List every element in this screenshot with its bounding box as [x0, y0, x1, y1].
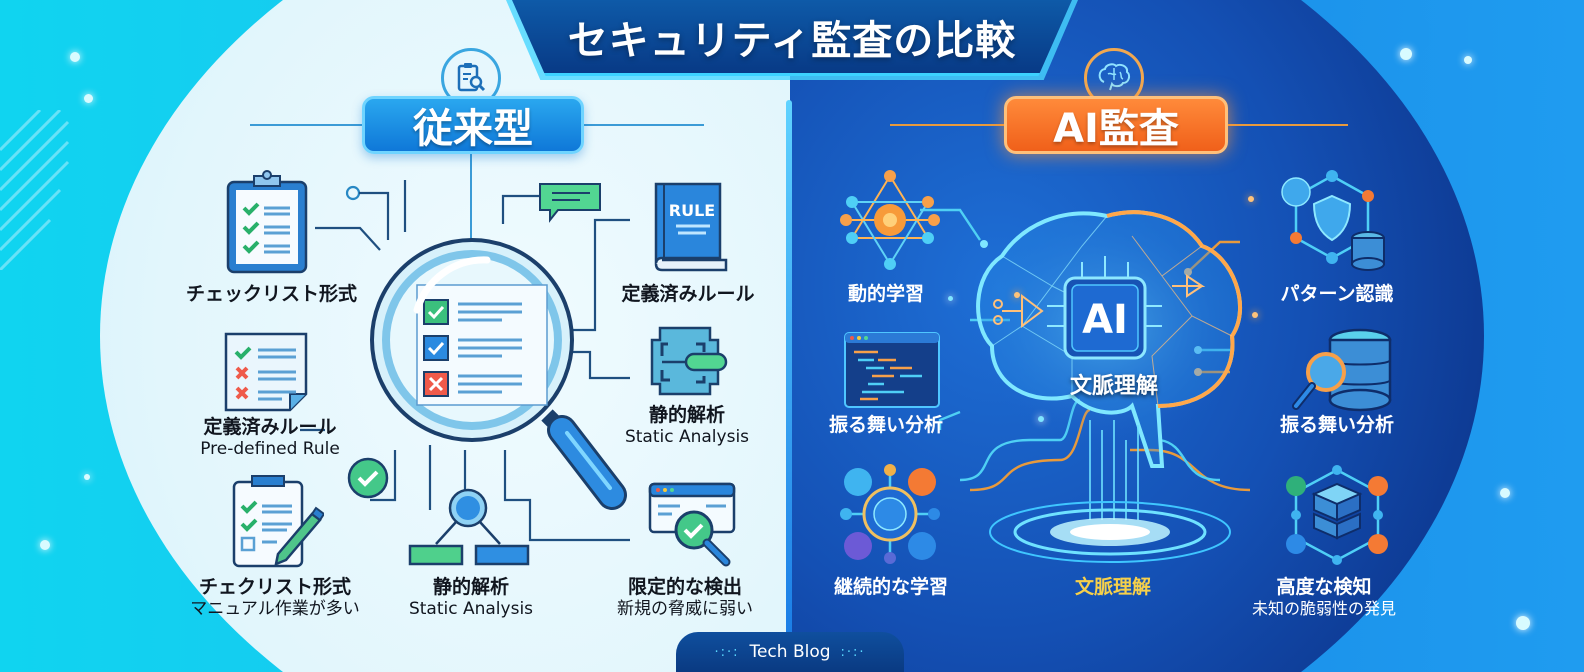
ai-header: AI監査 — [1004, 96, 1228, 154]
page-title: セキュリティ監査の比較 — [567, 17, 1017, 64]
browser-search-check-icon — [648, 482, 736, 567]
sparkle — [948, 296, 953, 301]
learning-hub-icon — [840, 464, 940, 564]
item-label: 限定的な検出 新規の脅威に弱い — [617, 576, 753, 619]
sparkle — [1516, 616, 1530, 630]
ai-brain-icon: AI — [967, 206, 1247, 468]
footer-tab: ·:·: Tech Blog :·:· — [676, 632, 904, 672]
magnifier-checklist-icon — [370, 238, 627, 510]
item-label: パターン認識 — [1280, 283, 1394, 305]
rule-book-icon: RULE — [654, 182, 728, 272]
title-banner: セキュリティ監査の比較 — [512, 0, 1072, 76]
item-label: 静的解析 Static Analysis — [624, 404, 750, 447]
header-line — [584, 124, 704, 126]
header-line — [890, 124, 1006, 126]
center-bottom-label: 文脈理解 — [1074, 576, 1151, 598]
check-circle-icon — [347, 457, 389, 499]
item-label: 振る舞い分析 — [1279, 414, 1394, 436]
sparkle — [84, 94, 93, 103]
hologram-portal-icon — [989, 420, 1231, 563]
code-block-icon — [650, 326, 728, 396]
sparkle — [1252, 312, 1258, 318]
brain-icon — [1098, 63, 1131, 91]
item-label: 振る舞い分析 — [828, 414, 943, 436]
sparkle — [70, 52, 80, 62]
header-stem — [470, 154, 472, 246]
dots-decoration: ·:·: — [714, 644, 740, 660]
header-line — [250, 124, 364, 126]
item-label: 高度な検知 未知の脆弱性の発見 — [1251, 576, 1396, 618]
server-network-icon — [1286, 465, 1388, 565]
sparkle — [1500, 488, 1510, 498]
gear-network-icon — [840, 170, 940, 270]
item-label: 継続的な学習 — [833, 576, 948, 598]
traditional-header: 従来型 — [362, 96, 584, 154]
sparkle — [1014, 292, 1020, 298]
brain-label: 文脈理解 — [1069, 374, 1158, 399]
clipboard-checklist-icon — [226, 170, 308, 274]
item-label: 静的解析 Static Analysis — [408, 576, 534, 619]
clipboard-search-icon — [457, 63, 486, 92]
footer-label: Tech Blog — [749, 642, 831, 662]
svg-text:RULE: RULE — [669, 201, 715, 220]
chat-bubble-icon — [539, 183, 601, 223]
database-search-icon — [1292, 328, 1392, 412]
item-label: 定義済みルール — [621, 283, 755, 305]
dots-decoration: :·:· — [840, 644, 866, 660]
sparkle — [1248, 196, 1254, 202]
header-line — [1228, 124, 1348, 126]
item-label: 定義済みルール Pre-defined Rule — [200, 416, 340, 459]
code-window-icon — [844, 332, 940, 408]
clipboard-pencil-icon — [232, 475, 324, 568]
svg-text:AI: AI — [1082, 297, 1128, 343]
item-label: チェクリスト形式 マニュアル作業が多い — [190, 576, 360, 619]
tree-diagram-icon — [408, 488, 530, 566]
panel-divider — [786, 100, 792, 640]
item-label: 動的学習 — [847, 283, 924, 305]
item-label: チェックリスト形式 — [186, 283, 358, 305]
sparkle — [1038, 416, 1044, 422]
sparkle — [84, 474, 90, 480]
stripe-decoration — [0, 110, 70, 270]
sparkle — [40, 540, 50, 550]
document-check-cross-icon — [224, 332, 308, 412]
shield-network-icon — [1281, 170, 1385, 271]
